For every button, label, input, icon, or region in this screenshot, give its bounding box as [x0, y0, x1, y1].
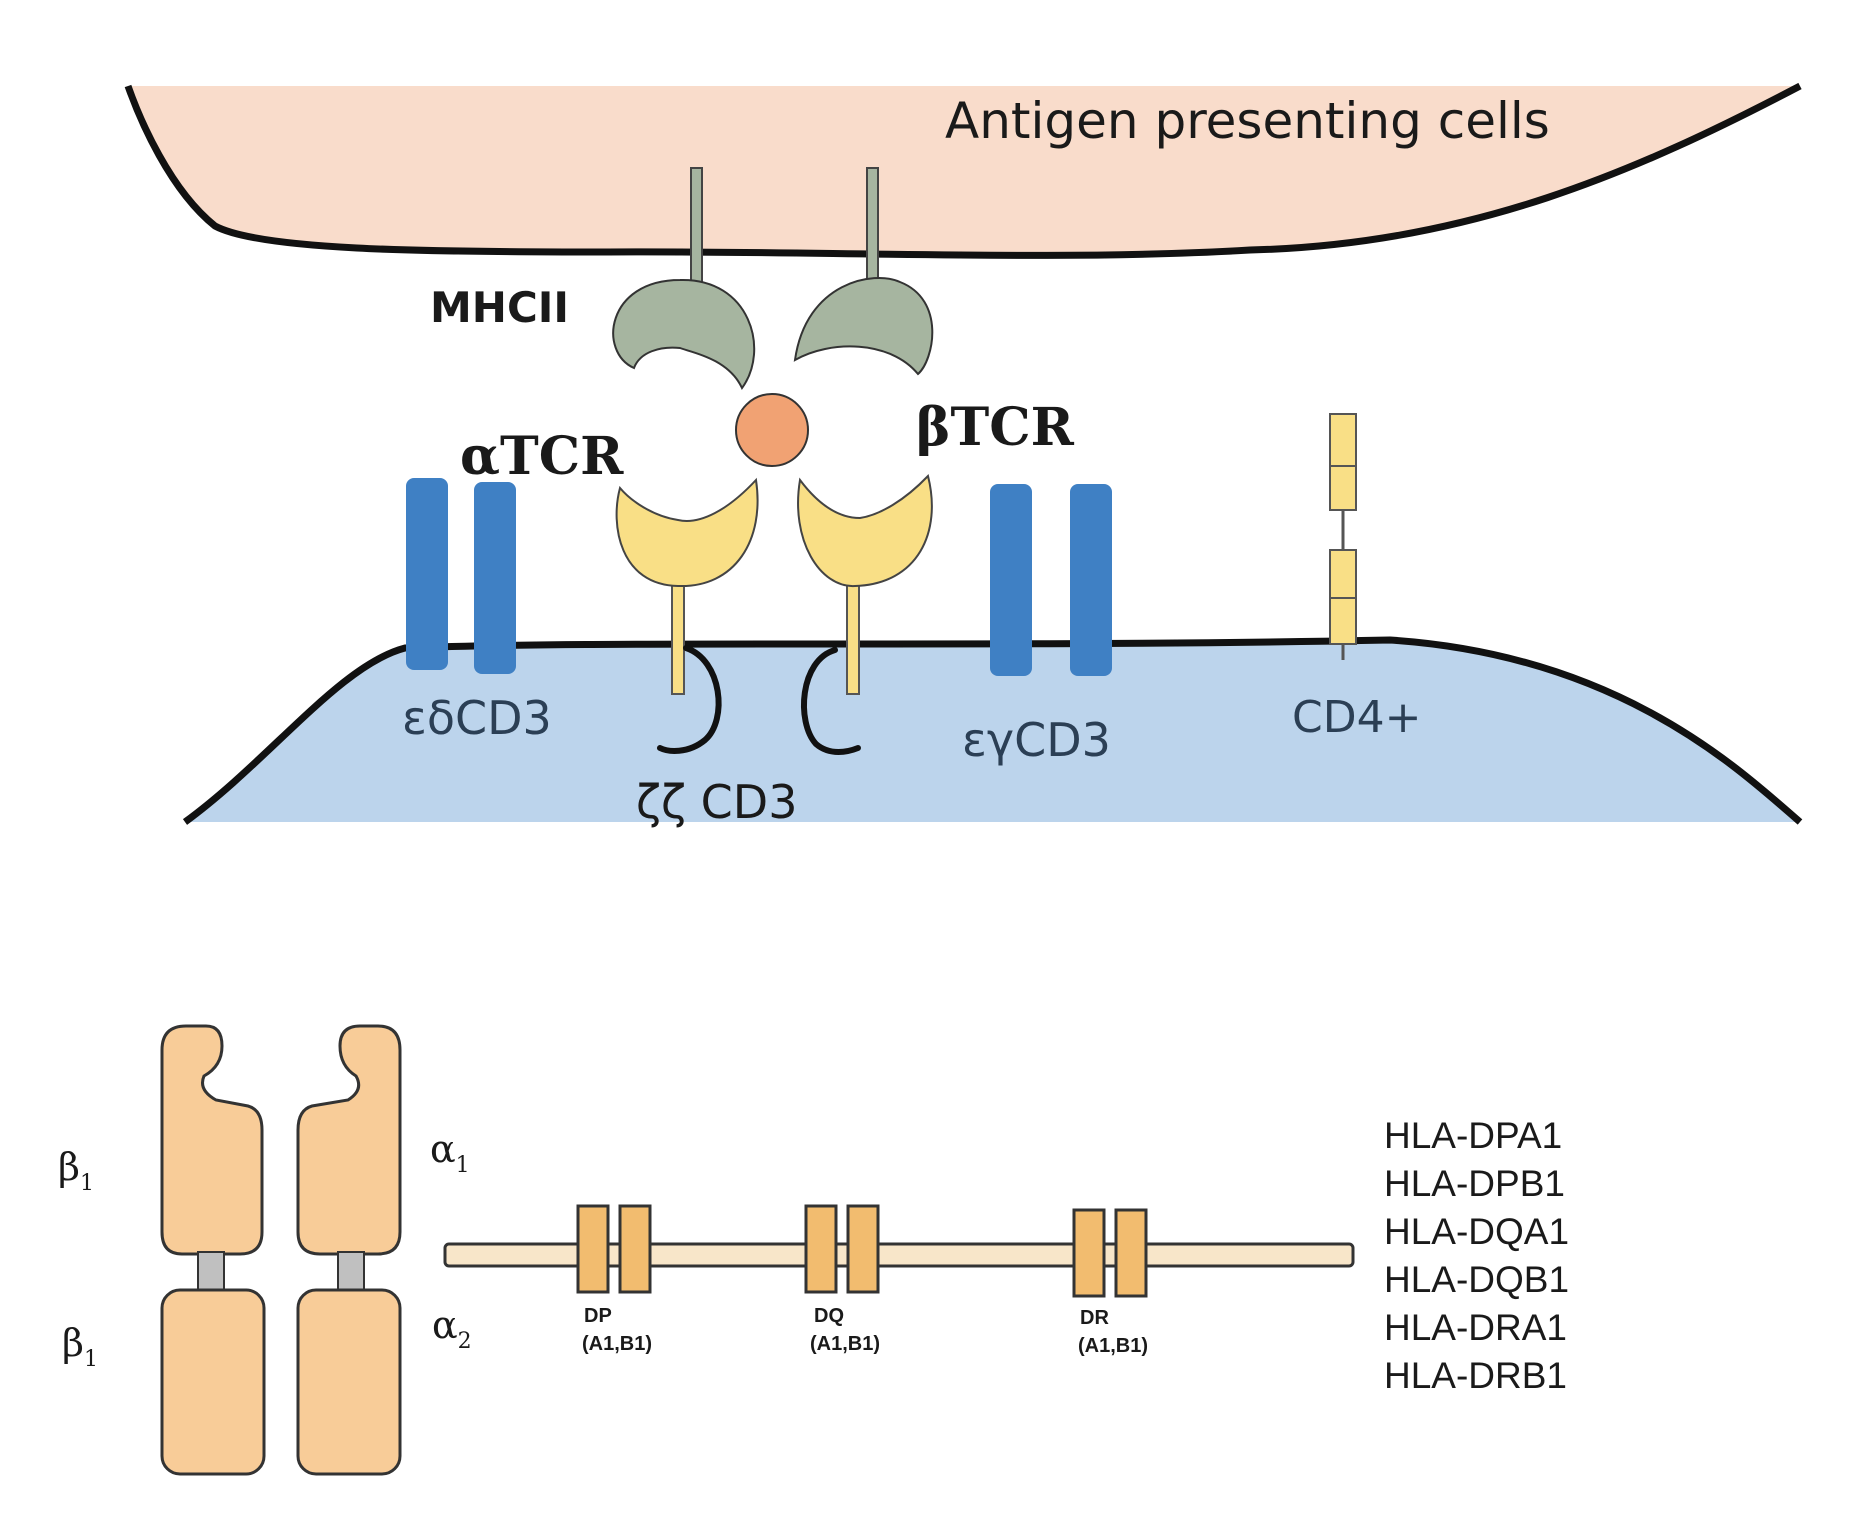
- hla-gene: HLA-DRB1: [1384, 1355, 1567, 1396]
- mhc-molecule-left: [612, 167, 756, 390]
- mhc-molecule-right: [793, 167, 934, 376]
- antigen-presenting-cell: [128, 86, 1800, 256]
- label-beta1-bottom: β1: [62, 1321, 98, 1372]
- label-alpha2: α2: [432, 1303, 472, 1354]
- cd4-coreceptor: [1329, 413, 1357, 660]
- label-alpha1: α1: [430, 1127, 470, 1178]
- mhc-beta-chain: [160, 1024, 266, 1476]
- locus-dr-name: DR: [1080, 1307, 1109, 1329]
- locus-dq-genes: (A1,B1): [810, 1333, 880, 1355]
- apc-membrane: [124, 82, 1802, 259]
- apc-label: Antigen presenting cells: [945, 92, 1550, 150]
- hla-gene-list: HLA-DPA1 HLA-DPB1 HLA-DQA1 HLA-DQB1 HLA-…: [1384, 1115, 1569, 1396]
- locus-dr-genes: (A1,B1): [1078, 1335, 1148, 1357]
- beta-tcr-chain: [797, 474, 933, 695]
- locus-dq-name: DQ: [814, 1305, 844, 1327]
- label-beta1-top: β1: [58, 1145, 94, 1196]
- t-cell: [185, 640, 1800, 822]
- beta-tcr-label: βTCR: [916, 397, 1075, 458]
- zz-cd3-label: ζζ CD3: [636, 775, 797, 829]
- ed-cd3-label: εδCD3: [402, 691, 552, 745]
- mhc-label: MHCII: [430, 283, 569, 332]
- zeta-chain-right: [801, 647, 861, 755]
- eg-cd3-label: εγCD3: [962, 713, 1111, 767]
- locus-dp: [576, 1204, 652, 1294]
- alpha-tcr-label: αTCR: [460, 426, 624, 487]
- locus-dp-genes: (A1,B1): [582, 1333, 652, 1355]
- hla-gene: HLA-DPA1: [1384, 1115, 1562, 1156]
- hla-gene: HLA-DRA1: [1384, 1307, 1567, 1348]
- t-cell-membrane: [182, 636, 1803, 825]
- cd4-label: CD4+: [1292, 692, 1421, 743]
- hla-gene: HLA-DQB1: [1384, 1259, 1569, 1300]
- eg-cd3-complex: [990, 484, 1112, 676]
- peptide-antigen: [735, 393, 809, 467]
- zeta-chain-left: [657, 645, 722, 754]
- mhc-alpha-chain: [296, 1024, 402, 1476]
- locus-dp-name: DP: [584, 1305, 612, 1327]
- ed-cd3-complex: [406, 478, 516, 674]
- locus-dq: [804, 1204, 880, 1294]
- hla-gene: HLA-DPB1: [1384, 1163, 1565, 1204]
- alpha-tcr-chain: [615, 477, 759, 695]
- hla-gene: HLA-DQA1: [1384, 1211, 1569, 1252]
- locus-dr: [1072, 1208, 1148, 1298]
